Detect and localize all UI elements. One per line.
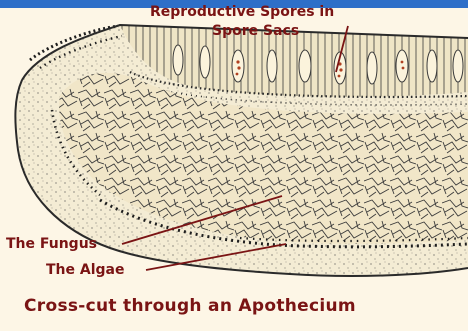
algae-label: The Algae <box>46 262 124 278</box>
spores-label-line1: Reproductive Spores in <box>150 4 334 20</box>
diagram-caption: Cross-cut through an Apothecium <box>24 296 356 316</box>
spores-label-line2: Spore Sacs <box>212 23 299 39</box>
fungus-label: The Fungus <box>6 236 97 252</box>
